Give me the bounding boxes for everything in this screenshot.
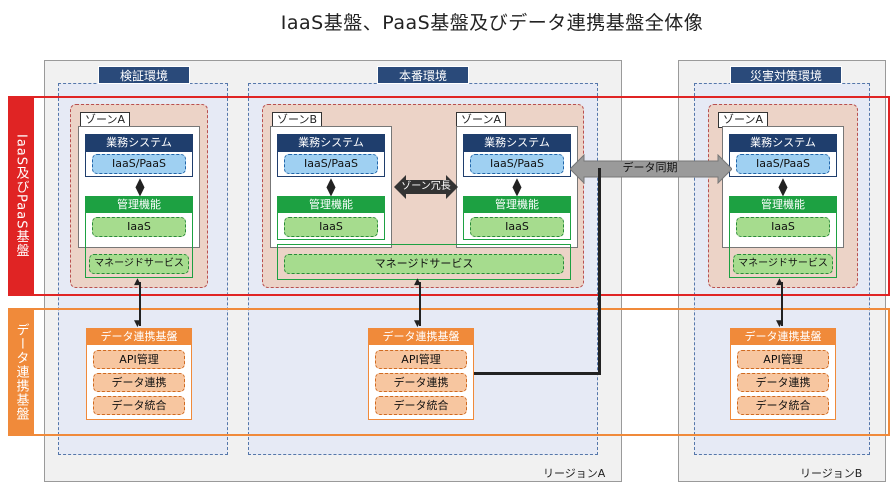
production-zone-b-vertical-arrow-icon: ▲▼ [326, 175, 336, 198]
production-zone-a-business-system-title: 業務システム [463, 134, 571, 151]
dr-management-box [729, 196, 837, 278]
page-title: IaaS基盤、PaaS基盤及びデータ連携基盤全体像 [280, 12, 704, 34]
verify-management-title: 管理機能 [85, 196, 193, 213]
production-managed-service-pill: マネージドサービス [284, 254, 564, 274]
production-zone-a-iaas-pill: IaaS [470, 217, 564, 237]
production-managed-service-frame [277, 244, 571, 280]
production-sync-vertical-line [598, 168, 601, 375]
iaas-paas-band-label: IaaS及びPaaS基盤 [8, 96, 34, 296]
production-zone-a-management-frame [463, 196, 571, 240]
verify-data-platform-item: データ統合 [93, 396, 185, 415]
verify-managed-service-pill: マネージドサービス [89, 254, 189, 274]
zone-redundancy-label: ゾーン冗長 [401, 181, 451, 192]
dr-data-platform-title: データ連携基盤 [730, 328, 836, 345]
production-sync-horizontal-line [470, 372, 600, 375]
verify-connector-arrow-bottom-icon: ▼ [134, 319, 141, 329]
production-zone-a-vertical-arrow-icon: ▲▼ [512, 175, 522, 198]
verify-data-platform-item: API管理 [93, 350, 185, 369]
dr-data-platform-item: データ連携 [737, 373, 829, 392]
dr-iaas-pill: IaaS [736, 217, 830, 237]
production-zone-b-iaas-pill: IaaS [284, 217, 378, 237]
verify-iaas-pill: IaaS [92, 217, 186, 237]
region-b-label: リージョンB [800, 467, 863, 480]
dr-environment-title: 災害対策環境 [730, 66, 842, 84]
dr-business-system-title: 業務システム [729, 134, 837, 151]
production-connector-arrow-bottom-icon: ▼ [414, 319, 421, 329]
dr-connector-arrow-top-icon: ▲ [776, 277, 783, 287]
production-data-platform-title: データ連携基盤 [368, 328, 474, 345]
dr-zone-a-label: ゾーンA [718, 112, 768, 128]
production-data-platform-item: データ連携 [375, 373, 467, 392]
region-a-label: リージョンA [543, 467, 606, 480]
verify-business-system-title: 業務システム [85, 134, 193, 151]
production-zone-b-management-frame [277, 196, 385, 240]
dr-managed-service-pill: マネージドサービス [733, 254, 833, 274]
production-connector-line [419, 282, 421, 326]
production-data-platform-item: API管理 [375, 350, 467, 369]
production-connector-arrow-top-icon: ▲ [414, 277, 421, 287]
production-zone-b-business-system-title: 業務システム [277, 134, 385, 151]
dr-data-platform-item: API管理 [737, 350, 829, 369]
dr-data-platform-item: データ統合 [737, 396, 829, 415]
production-zone-a-iaas-paas-pill: IaaS/PaaS [470, 154, 564, 174]
dr-connector-arrow-bottom-icon: ▼ [776, 319, 783, 329]
dr-iaas-paas-pill: IaaS/PaaS [736, 154, 830, 174]
verify-data-platform-title: データ連携基盤 [86, 328, 192, 345]
verify-vertical-arrow-icon: ▲▼ [135, 175, 145, 198]
dr-vertical-arrow-icon: ▲▼ [778, 175, 788, 198]
dr-connector-line [781, 282, 783, 326]
verify-zone-a-label: ゾーンA [80, 112, 130, 128]
production-data-platform-item: データ統合 [375, 396, 467, 415]
data-link-band-label: データ連携基盤 [8, 308, 34, 436]
production-zone-a-management-title: 管理機能 [463, 196, 571, 213]
verify-connector-line [139, 282, 141, 326]
production-zone-b-management-title: 管理機能 [277, 196, 385, 213]
dr-management-title: 管理機能 [729, 196, 837, 213]
data-sync-label: データ同期 [622, 161, 678, 174]
verify-connector-arrow-top-icon: ▲ [134, 277, 141, 287]
verify-management-box [85, 196, 193, 278]
verify-environment-title: 検証環境 [98, 66, 190, 84]
verify-iaas-paas-pill: IaaS/PaaS [92, 154, 186, 174]
verify-data-platform-item: データ連携 [93, 373, 185, 392]
production-zone-b-iaas-paas-pill: IaaS/PaaS [284, 154, 378, 174]
production-environment-title: 本番環境 [377, 66, 469, 84]
zone-redundancy-arrow [394, 175, 458, 199]
data-sync-arrow [570, 154, 732, 184]
